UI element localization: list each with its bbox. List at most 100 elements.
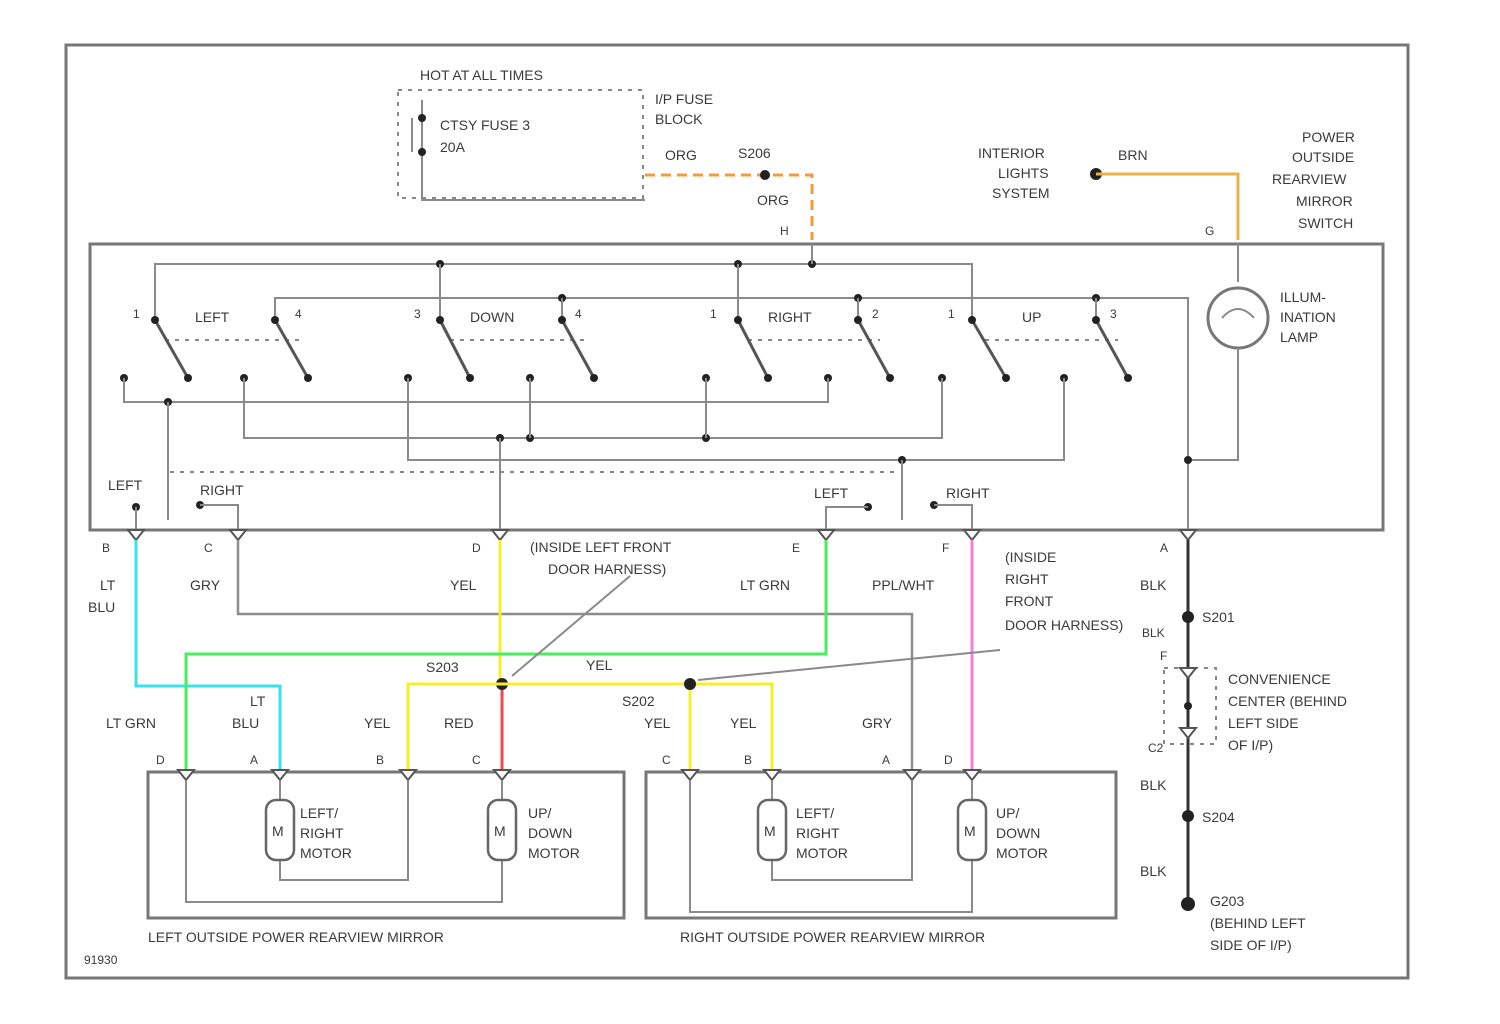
splice-s202 [684,678,696,690]
left-lr-motor-symbol: M [272,823,284,839]
illumination-lamp-icon [1208,288,1268,348]
harness-left-label-1: (INSIDE LEFT FRONT [530,539,672,555]
contact-number: 1 [133,307,140,321]
right-ud-motor-label-1: UP/ [996,805,1019,821]
right-mirror-pin-d: D [944,753,953,767]
fuse-rating: 20A [440,139,466,155]
wire-label-blk-2: BLK [1142,626,1165,640]
left-mirror: D A B C M M LEFT/ RIGHT MOTOR UP/ DOWN M… [148,753,624,918]
right-ud-motor-symbol: M [964,823,976,839]
wire-label-lt-1: LT [100,577,116,593]
selector-label-right-1: RIGHT [200,482,244,498]
switch-contacts [120,316,1132,382]
fuse-block-label-2: BLOCK [655,111,703,127]
convenience-label-2: CENTER (BEHIND [1228,693,1347,709]
pin-h-label: H [780,224,789,238]
right-mirror: C B A D M M LEFT/ RIGHT MOTOR UP/ DOWN M… [646,753,1116,918]
harness-right-label-4: DOOR HARNESS) [1005,617,1123,633]
wire-label-yel-5: YEL [730,715,757,731]
interior-label-1: INTERIOR [978,145,1045,161]
right-lr-motor-label-2: RIGHT [796,825,840,841]
left-mirror-pin-c: C [472,753,481,767]
left-mirror-pin-d: D [156,753,165,767]
switch-title-4: MIRROR [1296,193,1353,209]
right-ud-motor-label-2: DOWN [996,825,1040,841]
right-mirror-label: RIGHT OUTSIDE POWER REARVIEW MIRROR [680,929,985,945]
pin-b-label: B [102,541,110,555]
pin-f-label: F [942,541,949,555]
figure-id: 91930 [84,953,118,967]
right-mirror-pin-b: B [744,753,752,767]
right-mirror-pin-a: A [882,753,890,767]
wire-label-lt-grn-1: LT GRN [740,577,790,593]
ground-g203-label: G203 [1210,893,1244,909]
wire-label-blk-3: BLK [1140,777,1167,793]
switch-title-2: OUTSIDE [1292,149,1354,165]
wire-label-org-2: ORG [757,192,789,208]
contact-number: 4 [575,307,582,321]
left-ud-motor-label-3: MOTOR [528,845,580,861]
harness-right-label-1: (INSIDE [1005,549,1056,565]
left-ud-motor-label-2: DOWN [528,825,572,841]
wire-label-lt-2: LT [250,693,266,709]
left-mirror-pin-b: B [376,753,384,767]
selector-label-right-2: RIGHT [946,485,990,501]
splice-s206-label: S206 [738,145,771,161]
pin-g-label: G [1205,224,1214,238]
switch-label-right: RIGHT [768,309,812,325]
switch-title-3: REARVIEW [1272,171,1347,187]
switch-label-down: DOWN [470,309,514,325]
contact-number: 3 [1110,307,1117,321]
fuse-block-label-1: I/P FUSE [655,91,713,107]
left-lr-motor-label-2: RIGHT [300,825,344,841]
convenience-label-1: CONVENIENCE [1228,671,1331,687]
wire-label-blu-2: BLU [232,715,259,731]
pin-c2-label: C2 [1148,741,1164,755]
contact-number: 1 [710,307,717,321]
contact-number: 3 [414,307,421,321]
splice-s201-label: S201 [1202,609,1235,625]
wire-label-org-1: ORG [665,147,697,163]
left-ud-motor-label-1: UP/ [528,805,551,821]
wire-label-lt-grn-2: LT GRN [106,715,156,731]
splice-s204-label: S204 [1202,809,1235,825]
pin-e-label: E [792,541,800,555]
wire-label-blk-4: BLK [1140,863,1167,879]
switch-title-5: SWITCH [1298,215,1353,231]
pin-a-label: A [1160,541,1168,555]
right-lr-motor-label-3: MOTOR [796,845,848,861]
ground-label-2: SIDE OF I/P) [1210,937,1292,953]
switch-title-1: POWER [1302,129,1355,145]
illum-label-1: ILLUM- [1280,289,1326,305]
wire-label-gry-1: GRY [190,577,221,593]
fuse-name: CTSY FUSE 3 [440,117,530,133]
switch-label-up: UP [1022,309,1041,325]
wire-label-yel-3: YEL [364,715,391,731]
right-mirror-pin-c: C [662,753,671,767]
right-lr-motor-symbol: M [764,823,776,839]
splice-s203-label: S203 [426,659,459,675]
illum-label-3: LAMP [1280,329,1318,345]
fuse-block: HOT AT ALL TIMES CTSY FUSE 3 20A I/P FUS… [398,67,713,200]
convenience-label-3: LEFT SIDE [1228,715,1299,731]
ground-label-1: (BEHIND LEFT [1210,915,1306,931]
hot-at-all-times-label: HOT AT ALL TIMES [420,67,543,83]
contact-number: 2 [872,307,879,321]
contact-number: 4 [295,307,302,321]
illum-label-2: INATION [1280,309,1336,325]
harness-right-label-3: FRONT [1005,593,1054,609]
right-lr-motor-label-1: LEFT/ [796,805,834,821]
splice-s204 [1182,810,1194,822]
selector-label-left-1: LEFT [108,477,143,493]
mirror-switch-box [90,244,1383,530]
pin-f-conv-label: F [1160,649,1167,663]
wire-brn [1096,174,1238,240]
wire-label-blk-1: BLK [1140,577,1167,593]
wire-label-blu-1: BLU [88,599,115,615]
convenience-label-4: OF I/P) [1228,737,1273,753]
wire-label-red: RED [444,715,474,731]
wire-label-ppl-wht: PPL/WHT [872,577,935,593]
ground-g203 [1181,897,1195,911]
interior-label-2: LIGHTS [998,165,1049,181]
wire-label-brn: BRN [1118,147,1148,163]
